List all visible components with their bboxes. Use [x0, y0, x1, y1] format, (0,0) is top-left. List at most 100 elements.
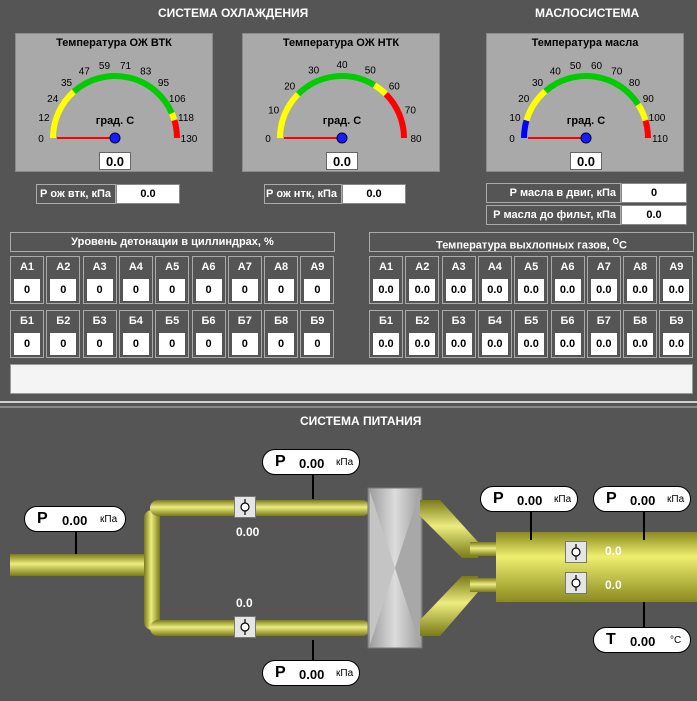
fuel-manifold: [496, 532, 697, 602]
fuel-schematic: [10, 487, 697, 649]
p-lower-pill: P 0.00 кПа: [262, 660, 360, 686]
gauge-value: 0.0: [99, 152, 131, 170]
exhaust-title-sup: О: [612, 237, 619, 246]
p-outlet2-pill: P 0.00 кПа: [593, 486, 691, 512]
cell-label: Б9: [310, 315, 325, 327]
section-divider: [0, 406, 697, 408]
gauge-tick-label: 35: [61, 78, 73, 89]
gauge-title: Температура ОЖ ВТК: [56, 37, 172, 49]
unit: °C: [670, 635, 682, 646]
cell-label: А1: [378, 261, 394, 273]
inlet-pipe: [10, 554, 150, 576]
gauge-tick-label: 0: [265, 134, 271, 145]
cell-А4: А4 0.0: [477, 256, 512, 304]
p-oil-filter-value: 0.0: [621, 205, 687, 225]
cell-label: А4: [487, 261, 502, 273]
gauge-tick-label: 60: [389, 82, 401, 93]
cell-value: 0: [14, 279, 40, 301]
unit: кПа: [667, 494, 685, 505]
valve-right-1[interactable]: [565, 541, 587, 563]
valve-right-2[interactable]: [565, 572, 587, 594]
cell-label: Б6: [560, 315, 575, 327]
cell-value: 0: [304, 333, 331, 355]
cell-value: 0.0: [481, 333, 508, 355]
unit: кПа: [336, 668, 354, 679]
t-outlet-value: 0.00: [630, 634, 656, 649]
cell-label: А9: [669, 261, 684, 273]
cell-label: А7: [596, 261, 611, 273]
p-symbol: P: [493, 490, 504, 507]
section-divider: [0, 401, 697, 403]
gauge-zone: [642, 119, 651, 139]
cell-value: 0: [14, 333, 40, 355]
cell-value: 0: [304, 279, 331, 301]
gauge-title: Температура масла: [531, 37, 639, 49]
cell-value: 0.0: [554, 333, 581, 355]
cell-value: 0.0: [590, 279, 617, 301]
cell-value: 0: [268, 279, 295, 301]
exhaust-title-text: Температура выхлопных газов,: [436, 239, 613, 252]
gauge-tick-label: 10: [509, 113, 521, 124]
cell-label: А4: [128, 261, 143, 273]
gauge-tick-label: 80: [629, 78, 641, 89]
cell-value: 0: [195, 333, 222, 355]
cell-label: А3: [92, 261, 107, 273]
cell-label: Б3: [451, 315, 466, 327]
cell-label: Б5: [524, 315, 539, 327]
upper-pipe: [150, 500, 370, 516]
cell-value: 0: [86, 279, 113, 301]
upper-diag-pipe: [420, 500, 478, 558]
cell-Б2: Б2 0.0: [405, 310, 440, 358]
cell-label: Б2: [415, 315, 430, 327]
cell-value: 0.0: [663, 333, 690, 355]
cell-label: Б1: [378, 315, 394, 327]
gauge-unit: град. С: [323, 115, 362, 127]
filter-shade-left: [370, 492, 395, 644]
cell-value: 0.0: [663, 279, 690, 301]
cell-label: Б7: [237, 315, 252, 327]
cell-value: 0.0: [481, 279, 508, 301]
p-oil-engine-value: 0: [621, 183, 687, 203]
cell-value: 0: [50, 333, 77, 355]
gauge-zone: [521, 119, 530, 139]
valve-icon: [240, 499, 250, 515]
connector: [643, 510, 645, 540]
connector: [312, 640, 314, 662]
gauge-tick-label: 40: [336, 60, 348, 71]
cell-label: А6: [560, 261, 575, 273]
cell-value: 0.0: [445, 333, 472, 355]
lower-short-pipe: [470, 578, 500, 592]
valve-upper-value: 0.00: [236, 525, 260, 539]
valve-lower[interactable]: [234, 616, 256, 638]
gauge-tick-label: 90: [643, 94, 655, 105]
cell-Б5: Б5 0.0: [514, 310, 549, 358]
connector: [530, 510, 532, 540]
t-symbol: T: [606, 631, 616, 648]
gauge-tick-label: 130: [181, 134, 198, 145]
cell-label: А7: [237, 261, 252, 273]
cell-value: 0.0: [409, 333, 436, 355]
cell-label: Б9: [669, 315, 684, 327]
gauge-tick-label: 100: [649, 113, 666, 124]
valve-upper[interactable]: [234, 496, 256, 518]
p-inlet-pill: P 0.00 кПа: [24, 506, 126, 532]
cell-label: А5: [524, 261, 539, 273]
cell-value: 0: [195, 279, 222, 301]
exhaust-title-unit: С: [619, 239, 627, 252]
gauge-tick-label: 24: [47, 94, 59, 105]
p-symbol: P: [37, 510, 48, 527]
p-lower-value: 0.00: [299, 667, 325, 682]
unit: кПа: [336, 457, 354, 468]
cell-value: 0.0: [518, 333, 545, 355]
